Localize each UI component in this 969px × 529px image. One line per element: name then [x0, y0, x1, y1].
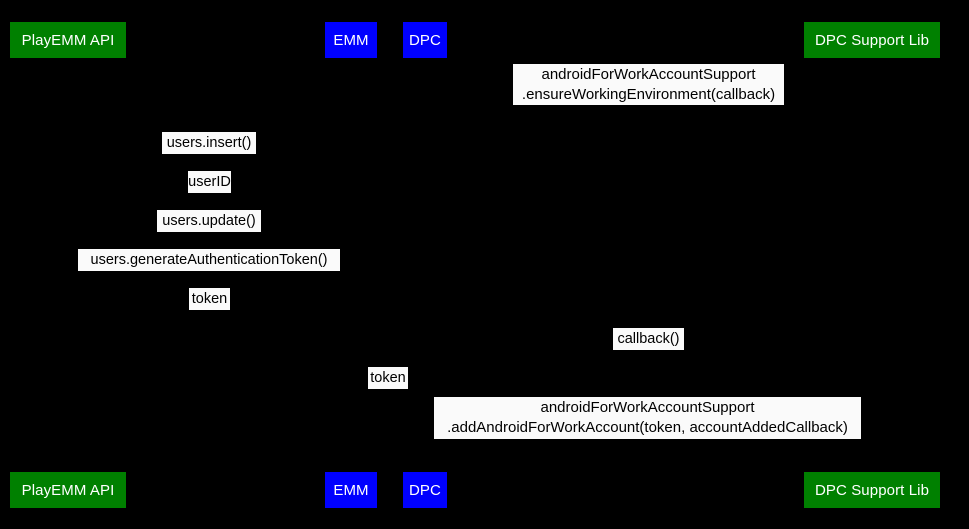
- lifeline-dpc-support-lib: [872, 58, 873, 472]
- message-label-add-android-for-work-account: androidForWorkAccountSupport .addAndroid…: [434, 397, 861, 439]
- participant-label: DPC Support Lib: [814, 31, 930, 49]
- participant-emm-bottom[interactable]: EMM: [325, 472, 377, 508]
- message-label-user-id: userID: [188, 171, 231, 193]
- participant-emm-top[interactable]: EMM: [325, 22, 377, 58]
- participant-label: EMM: [333, 481, 369, 499]
- participant-dpc-support-lib-bottom[interactable]: DPC Support Lib: [804, 472, 940, 508]
- participant-playemm-api-bottom[interactable]: PlayEMM API: [10, 472, 126, 508]
- participant-label: EMM: [333, 31, 369, 49]
- participant-dpc-support-lib-top[interactable]: DPC Support Lib: [804, 22, 940, 58]
- participant-label: PlayEMM API: [21, 31, 115, 49]
- participant-label: DPC: [409, 31, 441, 49]
- participant-label: DPC Support Lib: [814, 481, 930, 499]
- participant-dpc-bottom[interactable]: DPC: [403, 472, 447, 508]
- lifeline-playemm-api: [68, 58, 69, 472]
- message-label-token-upper: token: [189, 288, 230, 310]
- participant-playemm-api-top[interactable]: PlayEMM API: [10, 22, 126, 58]
- lifeline-dpc: [425, 58, 426, 472]
- participant-label: PlayEMM API: [21, 481, 115, 499]
- message-label-callback: callback(): [613, 328, 684, 350]
- lifeline-emm: [351, 58, 352, 472]
- message-label-token-lower: token: [368, 367, 408, 389]
- participant-dpc-top[interactable]: DPC: [403, 22, 447, 58]
- message-label-users-update: users.update(): [157, 210, 261, 232]
- message-label-users-insert: users.insert(): [162, 132, 256, 154]
- message-label-ensure-working-environment: androidForWorkAccountSupport .ensureWork…: [513, 64, 784, 105]
- message-label-users-generate-authentication-token: users.generateAuthenticationToken(): [78, 249, 340, 271]
- participant-label: DPC: [409, 481, 441, 499]
